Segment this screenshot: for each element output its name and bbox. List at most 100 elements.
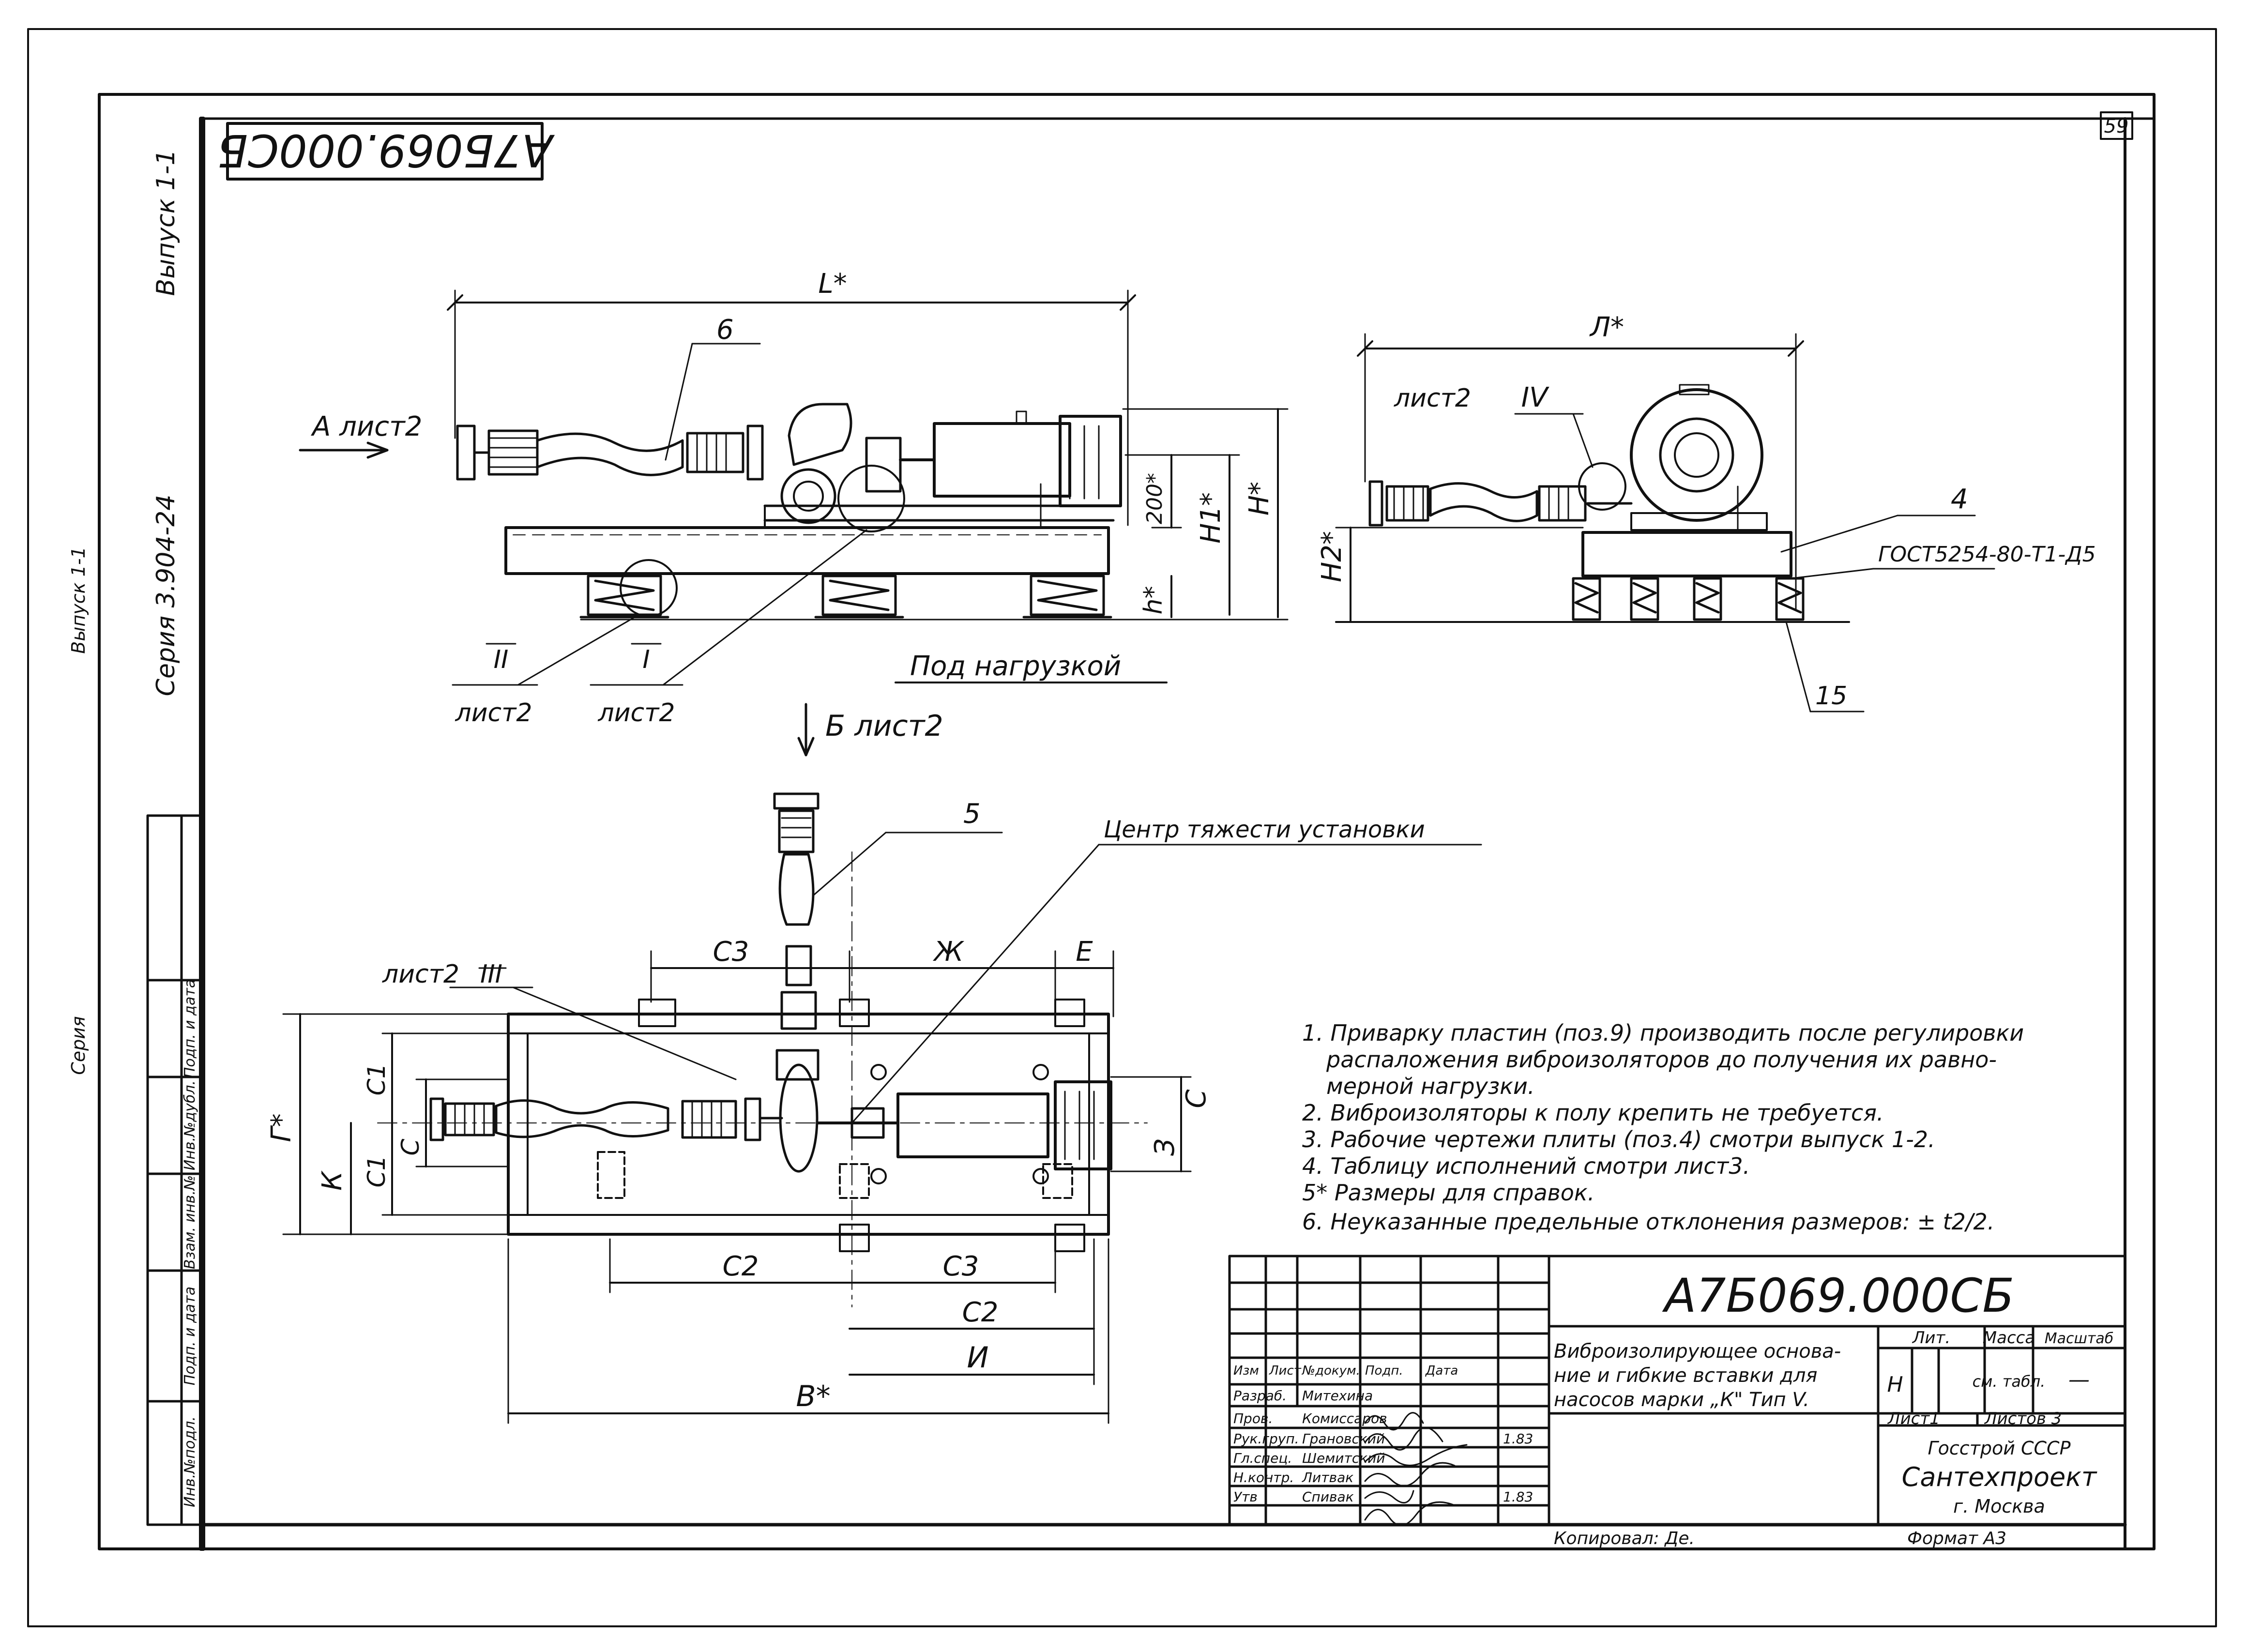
dim-H: H* [1244, 482, 1275, 515]
title-block-grid [1228, 1255, 2126, 1526]
note-line: 4. Таблицу исполнений смотри лист3. [1302, 1153, 1750, 1179]
tb-date: 1.83 [1503, 1431, 1533, 1447]
dim-C3-top: С3 [713, 936, 749, 968]
dim-H1: H1* [1195, 492, 1227, 544]
dim-200: 200* [1142, 473, 1167, 524]
org-line3: г. Москва [1953, 1496, 2045, 1517]
title-block-header: Изм Лист №докум. Подп. Дата [1233, 1364, 1458, 1378]
margin-outer-issue: Выпуск 1-1 [68, 546, 89, 653]
scale-header: Масштаб [2045, 1330, 2114, 1347]
side-view [1335, 333, 1995, 712]
tb-name: Комиссаров [1302, 1410, 1387, 1426]
callout-I-sheet: лист2 [598, 698, 675, 727]
dim-I: И [967, 1341, 989, 1375]
plan-view [282, 792, 1482, 1424]
tb-role: Разраб. [1233, 1388, 1287, 1404]
dim-Zh: Ж [933, 936, 965, 968]
side-table-cell: Инв.№подл. [182, 1416, 198, 1507]
note-line: 5* Размеры для справок. [1302, 1180, 1594, 1206]
front-view [299, 289, 1289, 757]
load-note: Под нагрузкой [910, 651, 1121, 682]
code-stamp-box [226, 122, 544, 181]
gost-label: ГОСТ5254-80-Т1-Д5 [1878, 542, 2096, 567]
margin-series: Серия 3.904-24 [152, 495, 181, 697]
note-line: 3. Рабочие чертежи плиты (поз.4) смотри … [1302, 1126, 1935, 1152]
dim-Л: Л* [1589, 312, 1624, 343]
title-text: Виброизолирующее основа- ние и гибкие вс… [1554, 1340, 1841, 1411]
pos-4: 4 [1951, 484, 1968, 515]
title-line: насосов марки „К" Тип V. [1554, 1389, 1809, 1411]
org-line2: Сантехпроект [1902, 1462, 2097, 1492]
dim-K: К [317, 1170, 348, 1191]
callout-II-sheet: лист2 [455, 698, 532, 727]
dim-h: h* [1139, 586, 1168, 615]
tb-name: Грановский [1302, 1431, 1385, 1447]
tb-role: Н.контр. [1233, 1470, 1294, 1485]
lit-header: Лит. [1912, 1328, 1950, 1348]
title-block-roles: Разраб. Митехина Пров. Комиссаров Рук.гр… [1233, 1388, 1533, 1505]
note-line: распаложения виброизоляторов до получени… [1326, 1046, 1997, 1073]
dim-E: Е [1076, 936, 1093, 968]
tb-name: Шемитский [1302, 1450, 1385, 1466]
dim-C1-top: С1 [363, 1063, 391, 1096]
dim-H2: H2* [1316, 531, 1348, 582]
callout-I: I [642, 645, 650, 674]
note-line: 1. Приварку пластин (поз.9) производить … [1302, 1020, 2024, 1046]
inner-frame [98, 93, 2156, 1550]
margin-issue: Выпуск 1-1 [152, 150, 181, 296]
callout-III: III [480, 960, 502, 989]
title-line: Виброизолирующее основа- [1554, 1340, 1841, 1363]
tb-role: Рук.груп. [1233, 1431, 1299, 1447]
mass-value: см. табл. [1973, 1372, 2046, 1391]
arrow-B-label: Б лист2 [825, 709, 943, 743]
code-stamp: А7Б069.000СБ [217, 124, 555, 176]
notes: 1. Приварку пластин (поз.9) производить … [1302, 1020, 2024, 1235]
callout-IV-sheet: лист2 [1394, 384, 1471, 413]
format-label: Формат А3 [1907, 1529, 2006, 1548]
dim-G: Г* [266, 1113, 297, 1142]
dim-L: L* [818, 268, 847, 300]
outer-frame [27, 28, 2217, 1627]
signatures [1364, 1412, 1468, 1526]
sheet-label: Лист1 [1887, 1409, 1940, 1428]
dim-C1-bot: С1 [363, 1155, 391, 1188]
tb-name: Спивак [1302, 1489, 1354, 1505]
pos-15: 15 [1815, 682, 1847, 711]
scale-value: — [2068, 1367, 2090, 1392]
cg-label: Центр тяжести установки [1104, 816, 1425, 843]
org-line1: Госстрой СССР [1928, 1438, 2070, 1459]
dim-C2-b: С2 [962, 1297, 999, 1328]
tb-role: Пров. [1233, 1410, 1273, 1426]
pos-5: 5 [963, 798, 981, 830]
side-table [146, 814, 202, 1526]
sheets-label: Листов 3 [1984, 1409, 2062, 1428]
sheet-number: 59 [2104, 115, 2129, 137]
side-table-cell: Подп. и дата [182, 1287, 198, 1385]
note-line: мерной нагрузки. [1326, 1073, 1535, 1099]
tb-head: Дата [1425, 1364, 1458, 1378]
dim-C-left: С [396, 1138, 425, 1155]
pos-6: 6 [716, 314, 734, 346]
mass-header: Масса [1983, 1328, 2035, 1348]
callout-II: II [494, 645, 509, 674]
dim-Z: З [1149, 1138, 1181, 1156]
dim-C-right: С [1181, 1089, 1212, 1108]
margin-outer-series: Серия [68, 1016, 89, 1075]
callout-IV: IV [1521, 382, 1550, 413]
tb-role: Гл.спец. [1233, 1450, 1292, 1466]
side-table-cell: Подп. и дата [182, 979, 198, 1078]
lit-value: Н [1887, 1372, 1903, 1397]
side-table-cell: Взам. инв.№ [182, 1175, 198, 1269]
tb-head: Подп. [1365, 1364, 1403, 1378]
tb-date: 1.83 [1503, 1489, 1533, 1505]
tb-head: №докум. [1301, 1364, 1360, 1378]
tb-role: Утв [1233, 1489, 1258, 1505]
tb-name: Митехина [1302, 1388, 1373, 1404]
tb-name: Литвак [1302, 1470, 1353, 1485]
callout-III-sheet: лист2 [382, 960, 459, 989]
dim-C2-a: С2 [723, 1251, 759, 1282]
note-line: 6. Неуказанные предельные отклонения раз… [1302, 1209, 1994, 1235]
dim-B: В* [796, 1379, 830, 1413]
dim-C3-b: С3 [943, 1251, 979, 1282]
